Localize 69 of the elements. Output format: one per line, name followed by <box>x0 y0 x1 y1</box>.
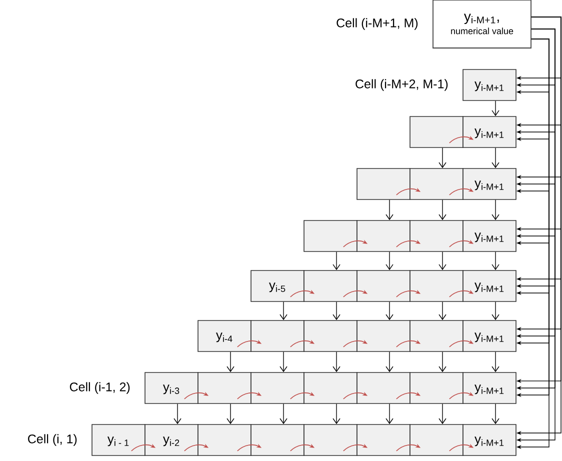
cell-box: y$_{i-M+1}$ <box>462 168 516 200</box>
row-label: Cell (i-M+1, M) <box>336 18 418 30</box>
arrow <box>174 404 182 424</box>
cell-box <box>304 270 358 302</box>
cell-box: y$_{i - 1}$ <box>92 424 146 456</box>
cell-box: y$_{i-4}$ <box>198 320 252 352</box>
arrow <box>386 252 394 270</box>
cell-box <box>410 372 464 404</box>
cell-box <box>410 116 464 148</box>
cell-box <box>410 270 464 302</box>
cell-box: y$_{i-M+1}$ <box>462 220 516 252</box>
cell-box: y$_{i-M+1}$ <box>462 270 516 302</box>
arrow <box>492 302 500 320</box>
cell-box <box>356 372 410 404</box>
arrow <box>332 404 340 424</box>
arrow <box>280 352 288 372</box>
row-label: Cell (i-M+2, M-1) <box>356 79 448 91</box>
cell-box: y$_{i-M+1}$ <box>462 116 516 148</box>
arrow <box>332 302 340 320</box>
arrow <box>492 404 500 424</box>
arrow <box>492 100 500 116</box>
arrow <box>280 404 288 424</box>
arrow <box>438 302 446 320</box>
arrow <box>438 252 446 270</box>
cell-box <box>304 320 358 352</box>
cell-box <box>410 168 464 200</box>
arrow <box>438 352 446 372</box>
arrow <box>386 200 394 220</box>
cell-box <box>356 424 410 456</box>
arrow <box>386 404 394 424</box>
cell-box: y$_{i-M+1}$ <box>462 424 516 456</box>
arrow <box>492 352 500 372</box>
arrow <box>226 404 234 424</box>
arrow <box>438 200 446 220</box>
arrow <box>492 200 500 220</box>
cell-box <box>198 424 252 456</box>
cell-box <box>410 220 464 252</box>
cell-box: y$_{i-M+1}$ <box>462 372 516 404</box>
value-box: y$_{i-M+1}$, numerical value <box>432 0 532 48</box>
row-label: Cell (i, 1) <box>28 434 77 446</box>
row-label: Cell (i-1, 2) <box>70 382 130 394</box>
cell-box <box>410 424 464 456</box>
arrow <box>226 352 234 372</box>
cell-box <box>356 220 410 252</box>
arrow <box>332 252 340 270</box>
cell-box <box>250 424 304 456</box>
arrow <box>280 302 288 320</box>
cell-box <box>356 168 410 200</box>
cell-box: y$_{i-M+1}$ <box>462 69 516 101</box>
cell-box <box>304 424 358 456</box>
cell-box <box>250 320 304 352</box>
arrow <box>492 252 500 270</box>
cell-box <box>356 270 410 302</box>
arrow <box>438 148 446 168</box>
cell-box <box>304 220 358 252</box>
cell-box <box>410 320 464 352</box>
cell-box <box>304 372 358 404</box>
arrow <box>386 302 394 320</box>
arrow <box>438 404 446 424</box>
cell-box: y$_{i-2}$ <box>144 424 198 456</box>
arrow <box>492 148 500 168</box>
cell-box: y$_{i-M+1}$ <box>462 320 516 352</box>
cell-box <box>356 320 410 352</box>
cell-box <box>198 372 252 404</box>
cell-box: y$_{i-5}$ <box>250 270 304 302</box>
arrow <box>386 352 394 372</box>
cell-box <box>250 372 304 404</box>
cell-box: y$_{i-3}$ <box>144 372 198 404</box>
arrow <box>332 352 340 372</box>
